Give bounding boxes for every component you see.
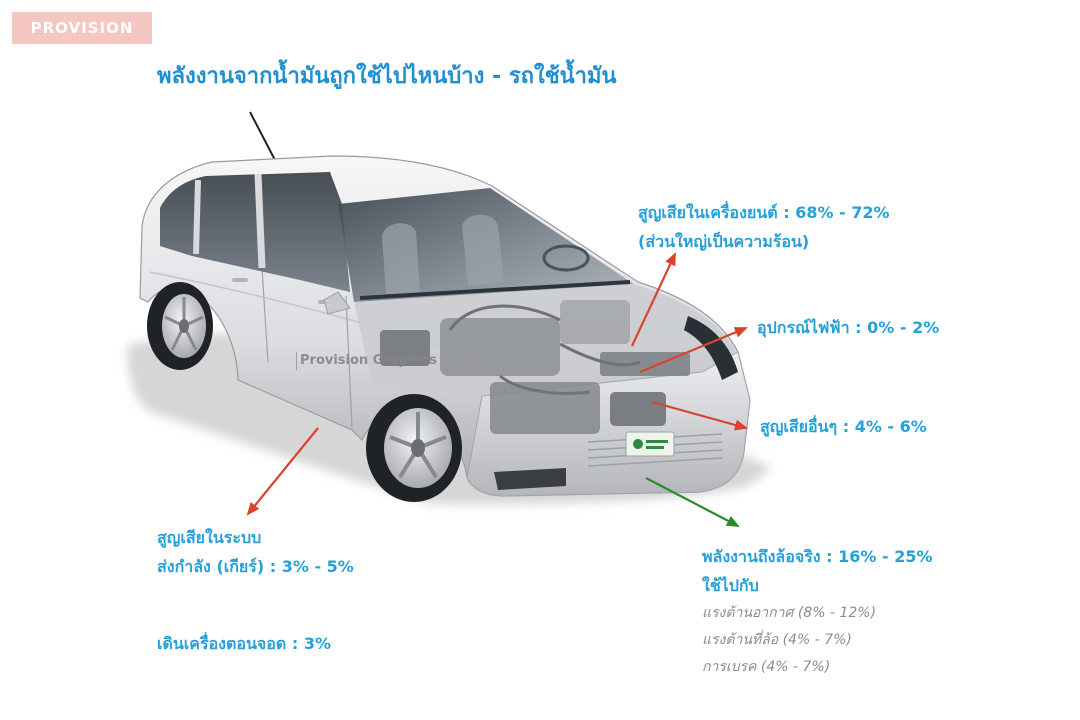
idling-value: เดินเครื่องตอนจอด : 3% [157, 634, 331, 653]
rear-door-handle [232, 278, 248, 282]
breakdown-braking: การเบรค (4% - 7%) [702, 659, 831, 675]
side-windows [160, 172, 350, 292]
badge-green-icon [633, 439, 643, 449]
battery [380, 330, 430, 366]
steering-wheel [542, 244, 590, 272]
dashboard [359, 280, 631, 300]
badge-stripe [646, 440, 668, 443]
antenna [249, 111, 277, 163]
engine-loss-note: (ส่วนใหญ่เป็นความร้อน) [638, 232, 810, 251]
arrow-drivetrain-loss [246, 427, 319, 516]
to-wheels-value: พลังงานถึงล้อจริง : 16% - 25% [702, 547, 933, 566]
front-door-line [345, 295, 353, 429]
electrical-value: อุปกรณ์ไฟฟ้า : 0% - 2% [757, 318, 940, 337]
air-intake [560, 300, 630, 344]
drivetrain-loss-value: ส่งกำลัง (เกียร์) : 3% - 5% [157, 557, 354, 576]
other-loss-value: สูญเสียอื่นๆ : 4% - 6% [760, 417, 927, 436]
to-wheels-label: พลังงานถึงล้อจริง : 16% - 25% ใช้ไปกับ [702, 542, 933, 600]
arrow-engine-loss [631, 252, 676, 347]
side-mirror [323, 291, 351, 315]
wheel-energy-breakdown: แรงต้านอากาศ (8% - 12%) แรงต้านที่ล้อ (4… [702, 600, 876, 681]
transmission [490, 382, 600, 434]
drivetrain-loss-heading: สูญเสียในระบบ [157, 528, 262, 547]
lower-intake [494, 468, 566, 490]
hoses [448, 304, 641, 395]
engine [380, 300, 690, 434]
breakdown-rolling-resistance: แรงต้านที่ล้อ (4% - 7%) [702, 632, 852, 648]
front-wheel [366, 394, 462, 502]
to-wheels-used-for: ใช้ไปกับ [702, 576, 759, 595]
alternator [610, 392, 666, 426]
engine-block [440, 318, 560, 376]
car [139, 111, 751, 502]
idling-label: เดินเครื่องตอนจอด : 3% [157, 629, 331, 658]
page-title: พลังงานจากน้ำมันถูกใช้ไปไหนบ้าง - รถใช้น… [157, 64, 617, 89]
engine-loss-value: สูญเสียในเครื่องยนต์ : 68% - 72% [638, 203, 890, 222]
rear-door-line [261, 267, 269, 363]
arrow-electrical [639, 326, 748, 374]
engine-loss-label: สูญเสียในเครื่องยนต์ : 68% - 72% (ส่วนให… [638, 198, 890, 256]
drivetrain-loss-label: สูญเสียในระบบ ส่งกำลัง (เกียร์) : 3% - 5… [157, 523, 354, 581]
b-pillar [254, 173, 266, 269]
logo-text: PROVISION [30, 19, 134, 37]
electrical-label: อุปกรณ์ไฟฟ้า : 0% - 2% [757, 313, 939, 342]
badge-stripe-2 [646, 446, 664, 449]
other-loss-label: สูญเสียอื่นๆ : 4% - 6% [760, 412, 927, 441]
provision-logo: PROVISION [12, 12, 152, 44]
radiator [600, 352, 690, 376]
seat-left [382, 223, 420, 294]
arrow-other-loss [651, 400, 748, 431]
front-badge [625, 431, 675, 457]
rear-wheel [147, 282, 213, 370]
arrow-to-wheels [645, 477, 740, 527]
arrows [246, 252, 748, 527]
seat-right [462, 214, 504, 286]
watermark: Provision Graphics [296, 352, 437, 370]
headlight [684, 316, 738, 380]
breakdown-air-drag: แรงต้านอากาศ (8% - 12%) [702, 605, 877, 621]
c-pillar [193, 179, 201, 255]
